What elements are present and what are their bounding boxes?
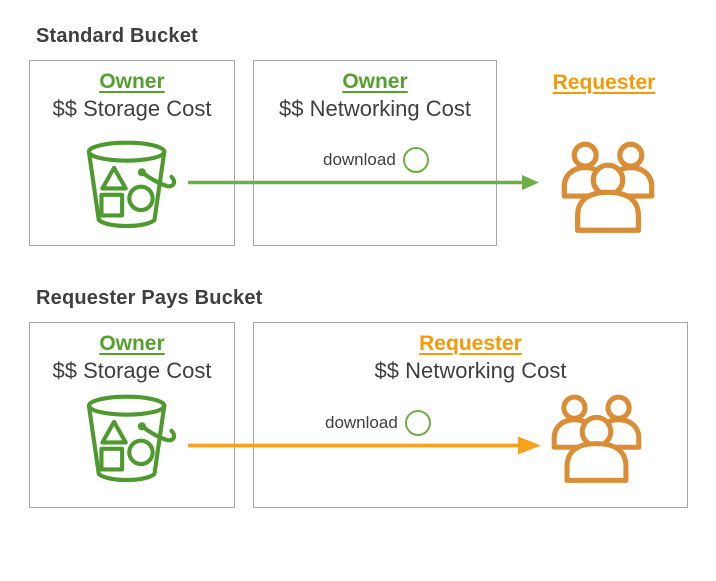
s3-bucket-icon: [87, 394, 177, 482]
role-label-owner: Owner: [99, 70, 165, 93]
download-circle-icon: [402, 147, 429, 173]
requester-label: Requester: [552, 71, 656, 94]
section-title-standard-bucket: Standard Bucket: [36, 25, 198, 47]
requester-users-icon: [561, 141, 655, 233]
role-label-requester: Requester: [419, 332, 522, 355]
role-label-owner: Owner: [342, 70, 408, 93]
requester-users-icon: [551, 394, 642, 483]
networking-cost-label: $$ Networking Cost: [279, 96, 471, 121]
s3-bucket-icon: [87, 140, 177, 228]
networking-cost-label: $$ Networking Cost: [374, 358, 567, 383]
download-row: download: [323, 147, 429, 173]
download-row: download: [325, 410, 431, 436]
download-label: download: [325, 413, 398, 432]
storage-cost-label: $$ Storage Cost: [52, 358, 212, 383]
standard-owner-networking-box: Owner $$ Networking Cost: [253, 60, 497, 246]
storage-cost-label: $$ Storage Cost: [52, 96, 212, 121]
role-label-owner: Owner: [99, 332, 165, 355]
download-circle-icon: [404, 410, 431, 436]
download-label: download: [323, 150, 396, 169]
section-title-requester-pays-bucket: Requester Pays Bucket: [36, 287, 263, 309]
